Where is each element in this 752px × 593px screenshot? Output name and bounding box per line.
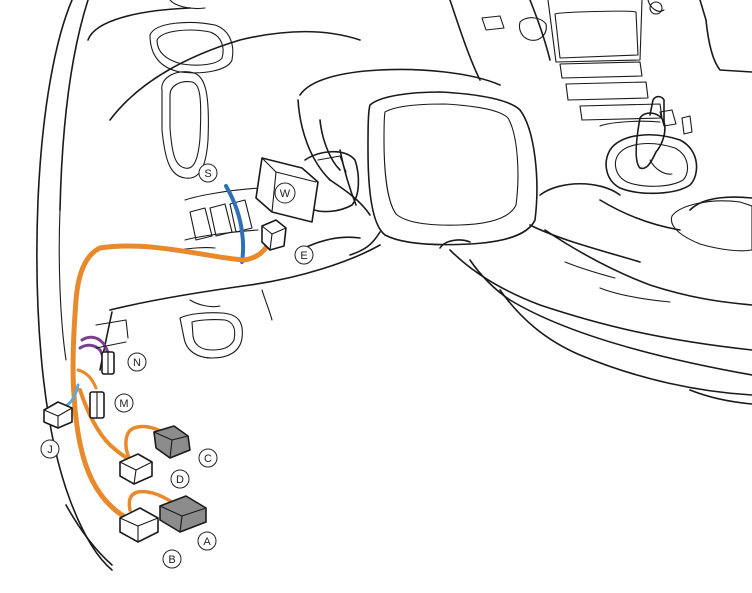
connector-c	[153, 425, 191, 459]
blue-wire	[224, 184, 246, 264]
label-n-text: N	[133, 357, 141, 369]
connectors	[43, 157, 319, 543]
connector-n	[101, 351, 115, 375]
label-c: C	[198, 448, 218, 468]
orange-wire-m	[76, 368, 98, 390]
harness-branch-d	[124, 424, 168, 462]
label-s-text: S	[204, 168, 211, 180]
connector-j	[43, 401, 73, 429]
label-w: W	[274, 182, 296, 204]
label-a-text: A	[203, 536, 211, 548]
connector-m	[89, 391, 105, 419]
label-c-text: C	[204, 453, 212, 465]
connector-e	[261, 219, 287, 251]
labels: S W E N M J C D	[40, 163, 314, 569]
connector-a	[159, 495, 207, 533]
label-b: B	[162, 549, 182, 569]
main-harness-trunk	[70, 237, 273, 523]
label-e: E	[294, 245, 314, 265]
dashboard-outline	[36, 0, 752, 571]
connector-b	[119, 507, 159, 543]
wire-harness	[64, 184, 273, 523]
label-j: J	[40, 439, 60, 459]
light-blue-wire-j	[64, 383, 80, 408]
label-e-text: E	[300, 250, 307, 262]
label-d-text: D	[176, 474, 184, 486]
label-n: N	[127, 352, 147, 372]
label-m: M	[114, 393, 134, 413]
label-j-text: J	[47, 444, 53, 456]
label-w-text: W	[280, 188, 291, 200]
label-m-text: M	[119, 398, 128, 410]
label-b-text: B	[168, 554, 175, 566]
label-s: S	[198, 163, 218, 183]
harness-branch-a	[127, 489, 174, 512]
connector-d-white	[119, 453, 153, 485]
label-d: D	[170, 469, 190, 489]
label-a: A	[197, 531, 217, 551]
main-harness-branch-c	[78, 388, 135, 464]
